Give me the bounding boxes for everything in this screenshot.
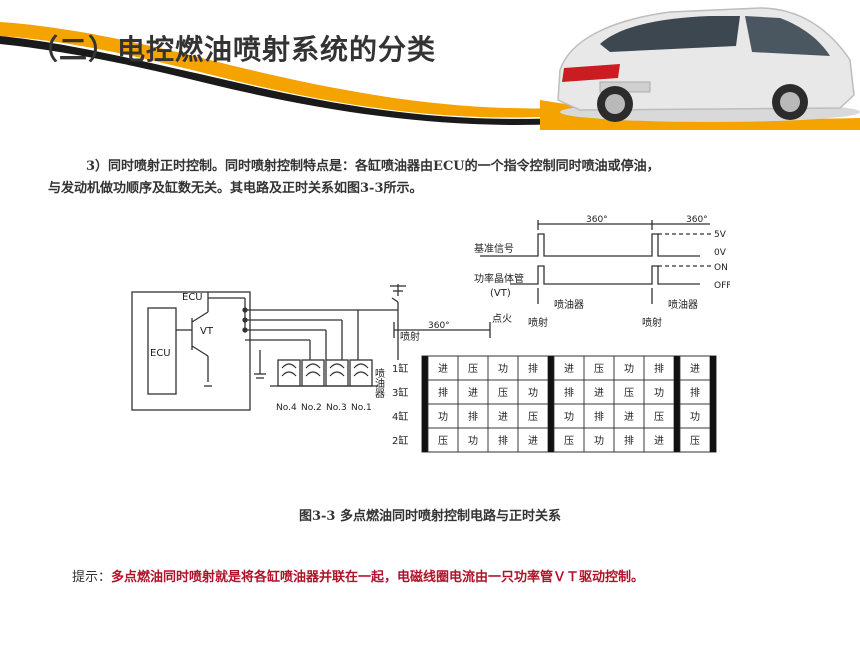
circuit-diagram <box>131 284 406 411</box>
car-image <box>557 7 860 122</box>
stroke-label: 功 <box>654 387 664 399</box>
cylinder-label: 1缸 <box>392 362 408 375</box>
stroke-label: 功 <box>624 363 634 375</box>
stroke-label: 功 <box>564 411 574 423</box>
injection-label-2: 喷射 <box>642 317 662 329</box>
stroke-table: 1缸3缸4缸2缸进排功压压进排功功压进排排功压进进排功压压进排功功压进排排功压进… <box>392 355 717 453</box>
level-5v: 5V <box>714 230 727 240</box>
timing-waveforms <box>393 220 712 338</box>
stroke-label: 排 <box>690 386 700 399</box>
stroke-label: 进 <box>438 363 448 375</box>
circuit-timing-figure: ECU VT ECU No.4 No.2 No.3 No.1 喷油器 360° … <box>131 215 730 453</box>
injector-label-no1: No.1 <box>351 403 372 413</box>
ecu-inner-box <box>147 307 177 395</box>
stroke-label: 进 <box>498 411 508 423</box>
stroke-label: 压 <box>528 411 538 423</box>
stroke-label: 压 <box>594 363 604 375</box>
stroke-label: 压 <box>498 387 508 399</box>
ecu-outer-box <box>131 291 251 411</box>
injector-vertical-label: 喷油器 <box>373 368 385 399</box>
injection-bar <box>422 356 428 452</box>
injector-label-no3: No.3 <box>326 403 347 413</box>
stroke-label: 压 <box>654 411 664 423</box>
injector-label-1: 喷油器 <box>554 298 584 311</box>
injection-bar <box>674 356 680 452</box>
injection-bar <box>710 356 716 452</box>
hint-text: 多点燃油同时喷射就是将各缸喷油器并联在一起，电磁线圈电流由一只功率管ＶＴ驱动控制… <box>111 570 645 585</box>
angle-label-3: 360° <box>428 321 450 331</box>
stroke-label: 功 <box>468 435 478 447</box>
cylinder-label: 2缸 <box>392 434 408 447</box>
header-swoosh <box>0 0 860 130</box>
injection-label-left: 喷射 <box>400 331 420 343</box>
stroke-label: 压 <box>624 387 634 399</box>
cylinder-label: 3缸 <box>392 386 408 399</box>
stroke-label: 进 <box>528 435 538 447</box>
stroke-label: 功 <box>438 411 448 423</box>
stroke-label: 压 <box>690 435 700 447</box>
stroke-label: 压 <box>468 363 478 375</box>
paragraph-line-2: 与发动机做功顺序及缸数无关。其电路及正时关系如图3-3所示。 <box>48 181 423 196</box>
stroke-label: 功 <box>498 363 508 375</box>
stroke-label: 功 <box>594 435 604 447</box>
ecu-label: ECU <box>182 292 203 303</box>
angle-label-2: 360° <box>686 215 708 225</box>
stroke-label: 进 <box>564 363 574 375</box>
stroke-label: 排 <box>438 386 448 399</box>
hint-note: 提示：多点燃油同时喷射就是将各缸喷油器并联在一起，电磁线圈电流由一只功率管ＶＴ驱… <box>72 566 644 585</box>
stroke-label: 压 <box>438 435 448 447</box>
figure-caption: 图3-3 多点燃油同时喷射控制电路与正时关系 <box>298 509 561 524</box>
ecu-box-label: ECU <box>150 348 171 359</box>
stroke-label: 进 <box>594 387 604 399</box>
injection-label-1: 喷射 <box>528 317 548 329</box>
stroke-label: 压 <box>564 435 574 447</box>
ref-signal-label: 基准信号 <box>474 242 514 255</box>
level-on: ON <box>714 263 728 273</box>
power-tube-label: 功率晶体管 <box>474 272 524 285</box>
stroke-label: 进 <box>690 363 700 375</box>
ignition-label: 点火 <box>492 313 512 325</box>
injection-bar <box>548 356 554 452</box>
stroke-label: 进 <box>624 411 634 423</box>
stroke-label: 功 <box>690 411 700 423</box>
cylinder-label: 4缸 <box>392 410 408 423</box>
stroke-label: 排 <box>594 410 604 423</box>
page-title: （二）电控燃油喷射系统的分类 <box>30 33 437 66</box>
angle-label-1: 360° <box>586 215 608 225</box>
stroke-label: 排 <box>528 362 538 375</box>
level-0v: 0V <box>714 248 727 258</box>
stroke-label: 进 <box>468 387 478 399</box>
injector-label-no4: No.4 <box>276 403 297 413</box>
intro-paragraph: 3）同时喷射正时控制。同时喷射控制特点是：各缸喷油器由ECU的一个指令控制同时喷… <box>48 156 828 200</box>
stroke-label: 进 <box>654 435 664 447</box>
stroke-label: 排 <box>498 434 508 447</box>
stroke-label: 排 <box>624 434 634 447</box>
injector-label-no2: No.2 <box>301 403 322 413</box>
stroke-label: 排 <box>468 410 478 423</box>
stroke-label: 排 <box>564 386 574 399</box>
paragraph-line-1: 3）同时喷射正时控制。同时喷射控制特点是：各缸喷油器由ECU的一个指令控制同时喷… <box>86 159 660 174</box>
vt-sub-label: (VT) <box>490 288 511 299</box>
hint-label: 提示： <box>72 570 112 585</box>
stroke-label: 排 <box>654 362 664 375</box>
stroke-label: 功 <box>528 387 538 399</box>
vt-label: VT <box>200 326 214 337</box>
level-off: OFF <box>714 281 730 291</box>
injector-label-2: 喷油器 <box>668 298 698 311</box>
